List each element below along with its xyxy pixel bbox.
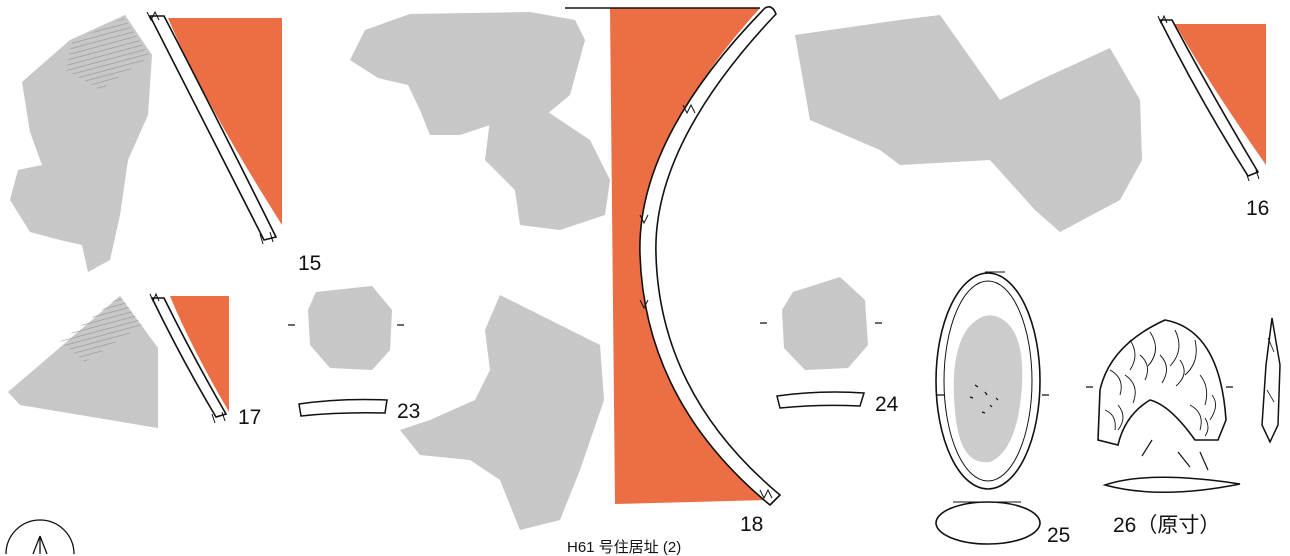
figure-26-label: 26（原寸）	[1113, 514, 1221, 537]
figure-18-section	[565, 6, 782, 507]
figure-25-inclusion-area	[953, 315, 1023, 463]
figure-25-number: 25	[1047, 524, 1071, 547]
figure-26-section	[1102, 476, 1241, 493]
figure-23	[288, 286, 404, 417]
figure-23-number: 23	[397, 400, 421, 423]
figure-23-rubbing	[308, 286, 392, 370]
figure-15-cord-pattern	[66, 18, 150, 90]
figure-17-number: 17	[238, 406, 262, 429]
figure-17-section	[149, 292, 229, 424]
figure-15-rubbing	[10, 15, 152, 272]
figure-18-number: 18	[740, 513, 764, 536]
figure-16-section	[1157, 14, 1266, 182]
figure-26-flake-scars	[1104, 329, 1216, 437]
figure-15-section	[146, 10, 282, 245]
figure-25-section	[935, 501, 1041, 545]
figure-17	[8, 292, 229, 428]
figure-17-cord-pattern	[60, 296, 142, 362]
figure-23-section	[298, 398, 388, 417]
plate-caption: H61 号住居址 (2)	[567, 539, 682, 556]
figure-16	[795, 14, 1266, 232]
figure-17-rubbing	[8, 296, 158, 428]
figure-25	[935, 271, 1049, 545]
figure-24-number: 24	[875, 393, 899, 416]
figure-15-number: 15	[298, 252, 322, 275]
figure-26-side-view	[1261, 317, 1281, 444]
figure-16-rubbings	[795, 15, 1142, 232]
figure-26	[1086, 317, 1281, 493]
figure-24-section	[776, 391, 865, 409]
figure-18-rubbings	[350, 12, 610, 530]
figure-24-rubbing	[782, 277, 868, 370]
north-arrow-icon	[5, 519, 75, 554]
figure-16-number: 16	[1246, 197, 1270, 220]
figure-24	[760, 277, 882, 409]
figure-15	[10, 10, 282, 272]
figure-18	[350, 6, 782, 530]
